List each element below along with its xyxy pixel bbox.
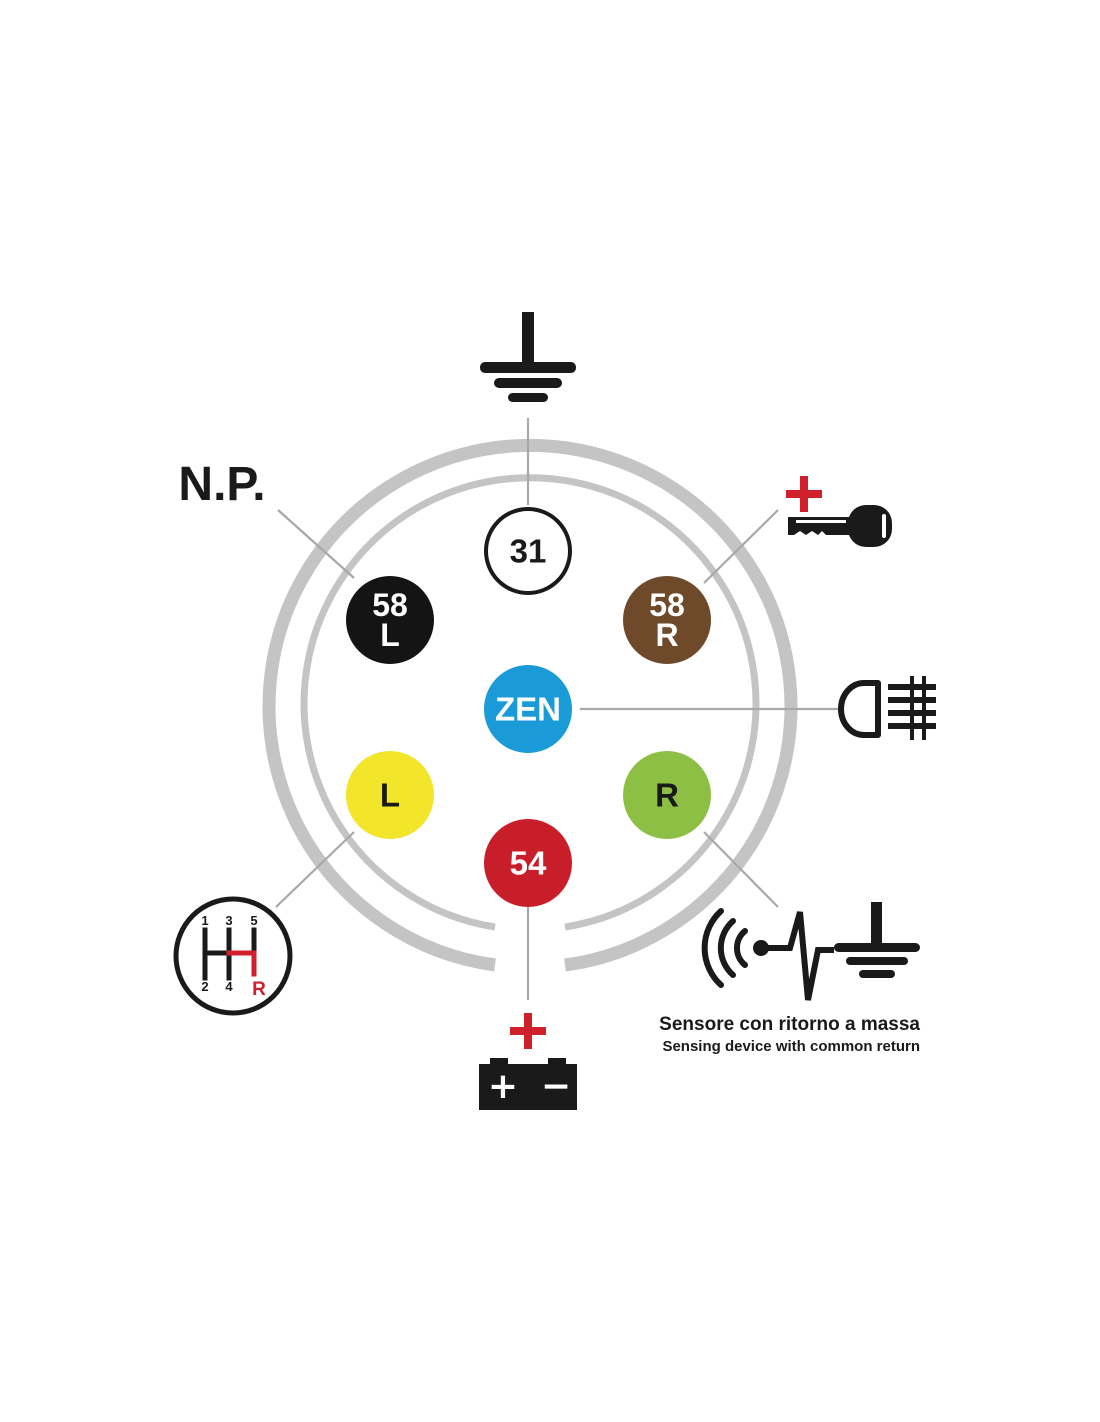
pin-58L-label: L — [380, 617, 400, 653]
sensor-ground-icon — [834, 902, 920, 978]
pin-58L-circle — [346, 576, 434, 664]
pin-58R-circle — [623, 576, 711, 664]
pin-54-label: 54 — [510, 845, 547, 882]
gear-label-reverse: R — [252, 979, 266, 1000]
sensor-caption-english: Sensing device with common return — [662, 1038, 920, 1055]
gear-label-2: 2 — [201, 979, 208, 994]
sensor-icon — [701, 902, 920, 1001]
pin-31-circle — [484, 507, 572, 595]
ground-icon — [480, 312, 576, 402]
pin-R: R — [623, 751, 711, 839]
pin-58L-label: 58 — [372, 587, 408, 623]
battery-plus-icon — [510, 1013, 546, 1049]
pin-54-circle — [484, 819, 572, 907]
key-plus-icon — [786, 476, 822, 512]
battery-plus-label: + — [488, 1066, 518, 1107]
pin-L-label: L — [380, 777, 400, 814]
pin-ZEN-circle — [484, 665, 572, 753]
gear-shift-icon: 1 3 5 2 4 R — [173, 896, 293, 1016]
pin-31: 31 — [484, 507, 572, 595]
signal-waves-icon — [701, 908, 748, 988]
gear-label-5: 5 — [250, 913, 257, 928]
zigzag-icon — [768, 911, 834, 1001]
sensor-caption-italian: Sensore con ritorno a massa — [659, 1014, 920, 1035]
pin-ZEN: ZEN — [484, 665, 572, 753]
np-label: N.P. — [178, 458, 265, 511]
pin-54: 54 — [484, 819, 572, 907]
pin-R-label: R — [655, 777, 679, 814]
gear-label-1: 1 — [201, 913, 208, 928]
pin-58R-label: 58 — [649, 587, 685, 623]
leader-lines — [275, 418, 838, 1000]
pin-L: L — [346, 751, 434, 839]
leader-sensor — [703, 831, 779, 908]
battery-minus-label: − — [541, 1066, 571, 1107]
gear-label-3: 3 — [225, 913, 232, 928]
ignition-key-icon — [786, 476, 892, 547]
leader-np — [277, 509, 355, 579]
pin-31-label: 31 — [510, 533, 547, 570]
pin-ZEN-label: ZEN — [495, 691, 561, 728]
pin-58L: 58L — [346, 576, 434, 664]
battery-icon: + − — [479, 1013, 577, 1110]
inner-ring — [300, 474, 760, 931]
gear-label-4: 4 — [225, 979, 233, 994]
pin-58R: 58R — [623, 576, 711, 664]
fog-light-icon — [838, 676, 936, 740]
pin-58R-label: R — [655, 617, 678, 653]
pin-L-circle — [346, 751, 434, 839]
outer-ring — [262, 438, 798, 972]
leader-gear — [275, 831, 355, 908]
pin-R-circle — [623, 751, 711, 839]
socket-rings — [262, 438, 798, 972]
leader-key — [703, 509, 779, 584]
